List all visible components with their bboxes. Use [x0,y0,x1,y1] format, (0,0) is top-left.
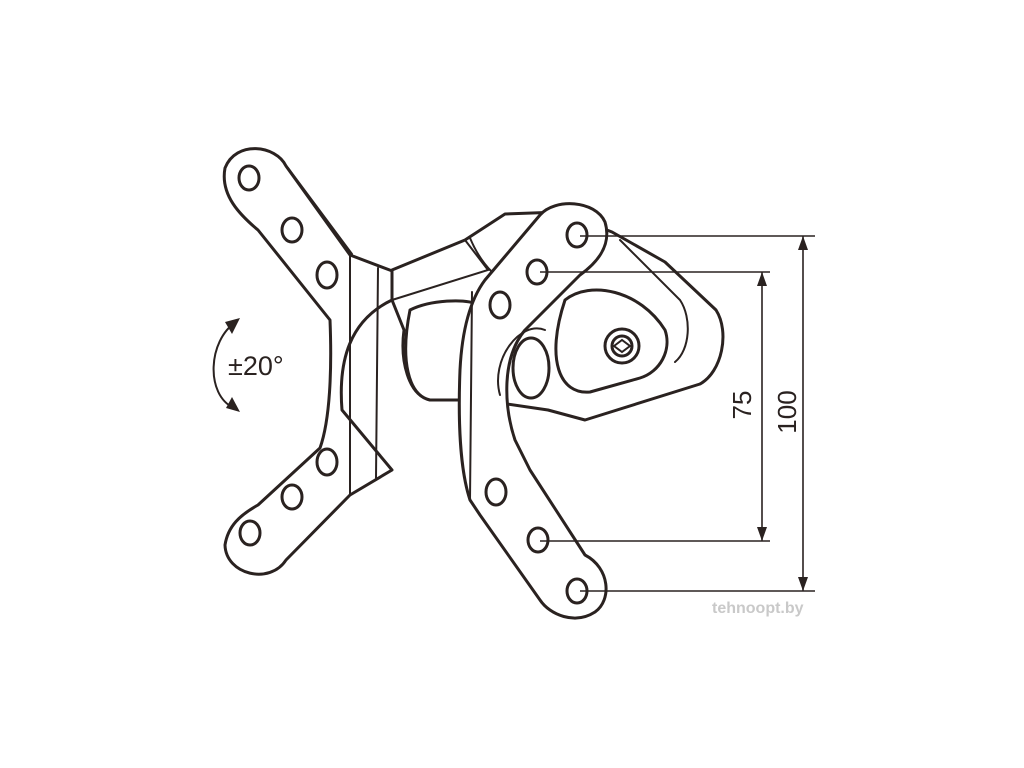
hole-9 [488,290,512,320]
rotation-arrow-down-icon [226,397,240,412]
hex-socket-icon [612,338,632,354]
hole-3 [315,260,339,290]
hole-2 [280,216,304,244]
hole-6 [238,519,262,547]
dimension-lines: 75 100 [540,235,815,592]
knob-inner [610,334,634,358]
hole-1 [237,164,261,192]
hole-7 [565,221,589,249]
right-plate-slot [511,336,551,400]
hole-11 [526,526,550,554]
watermark: tehnoopt.by [712,600,804,617]
hole-4 [315,447,339,477]
rotation-arrow-up-icon [225,318,240,334]
right-plate-holes [484,221,589,605]
dimension-outer-label: 100 [772,390,802,433]
hole-10 [484,477,508,507]
rotation-arc [212,321,237,409]
tilt-knob [603,327,641,365]
dimension-inner-label: 75 [727,391,757,420]
left-plate-holes [237,164,339,547]
rotation-label: ±20° [228,351,284,381]
hole-5 [280,483,304,511]
left-plate [222,147,397,576]
rotation-indicator: ±20° [212,318,284,412]
